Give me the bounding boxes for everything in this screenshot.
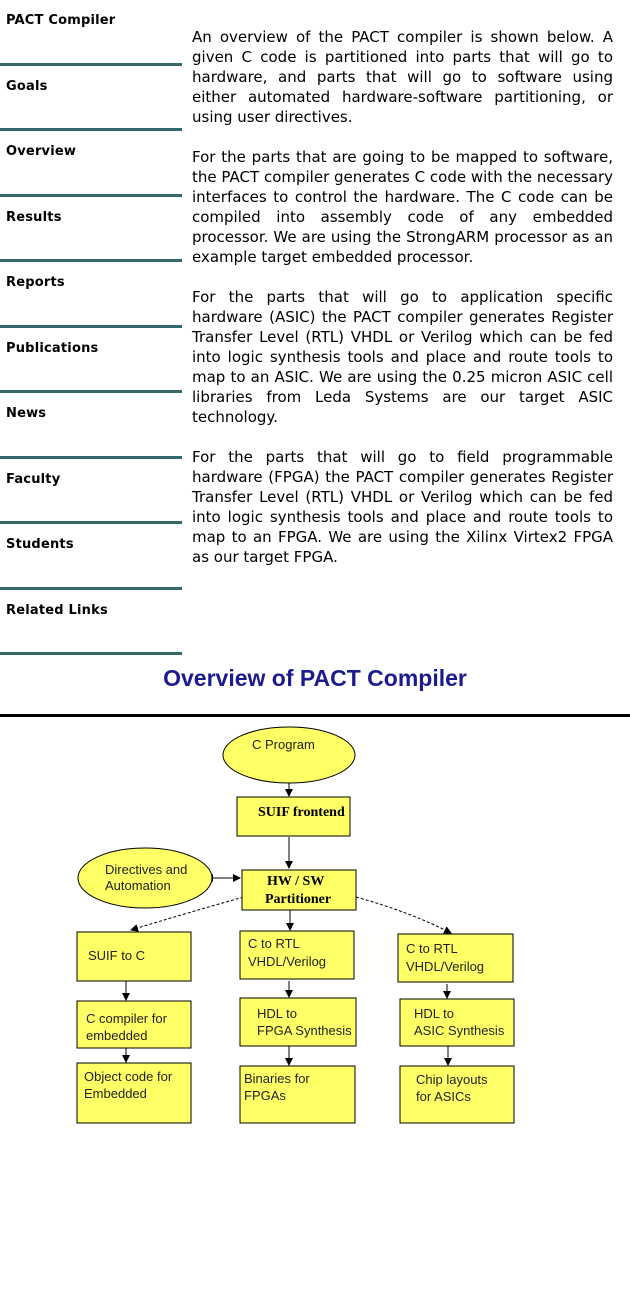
paragraph-fpga: For the parts that will go to field prog… <box>192 448 613 566</box>
node-hdl-fpga-line1: HDL to <box>257 1006 297 1021</box>
nav-link-publications[interactable]: Publications <box>6 340 99 356</box>
nav-item-students: Students <box>0 524 182 590</box>
node-c-compiler-line2: embedded <box>86 1028 147 1043</box>
node-c-to-rtl-asic-line1: C to RTL <box>406 941 458 956</box>
side-nav: PACT Compiler Goals Overview Results Rep… <box>0 0 182 655</box>
node-c-to-rtl-fpga-line1: C to RTL <box>248 936 300 951</box>
nav-item-publications: Publications <box>0 328 182 393</box>
node-chip-layouts-line1: Chip layouts <box>416 1072 488 1087</box>
node-c-to-rtl-asic-line2: VHDL/Verilog <box>406 959 484 974</box>
nav-item-results: Results <box>0 197 182 262</box>
node-partitioner-line1: HW / SW <box>267 874 324 889</box>
edge-partitioner-asic <box>355 896 452 934</box>
node-c-program: C Program <box>222 726 356 784</box>
node-c-to-rtl-asic: C to RTL VHDL/Verilog <box>397 933 514 983</box>
nav-link-pact-compiler[interactable]: PACT Compiler <box>6 13 116 28</box>
nav-divider <box>0 652 182 655</box>
nav-divider <box>0 259 182 262</box>
node-binaries-line1: Binaries for <box>244 1071 310 1086</box>
node-c-compiler: C compiler for embedded <box>76 1000 192 1049</box>
nav-link-related-links[interactable]: Related Links <box>6 602 108 618</box>
node-c-compiler-line1: C compiler for <box>86 1011 168 1026</box>
nav-item-related-links: Related Links <box>0 590 182 655</box>
nav-divider <box>0 455 182 459</box>
node-hdl-asic: HDL to ASIC Synthesis <box>399 998 515 1047</box>
nav-divider <box>0 324 182 328</box>
node-hdl-fpga-line2: FPGA Synthesis <box>257 1023 352 1038</box>
nav-item-news: News <box>0 393 182 459</box>
nav-link-students[interactable]: Students <box>6 537 74 552</box>
node-binaries-line2: FPGAs <box>244 1088 286 1103</box>
node-suif-frontend: SUIF frontend <box>236 796 351 837</box>
figure-divider <box>0 714 630 717</box>
node-object-code: Object code for Embedded <box>76 1062 192 1124</box>
paragraph-asic: For the parts that will go to applicatio… <box>192 288 613 426</box>
nav-item-pact-compiler: PACT Compiler <box>0 0 182 66</box>
node-partitioner: HW / SW Partitioner <box>241 869 357 911</box>
paragraph-software: For the parts that are going to be mappe… <box>192 148 613 266</box>
nav-divider <box>0 521 182 524</box>
node-hdl-fpga: HDL to FPGA Synthesis <box>239 997 357 1047</box>
node-directives: Directives and Automation <box>77 847 213 909</box>
node-c-program-label: C Program <box>252 737 315 752</box>
node-binaries: Binaries for FPGAs <box>239 1065 356 1124</box>
overview-text: An overview of the PACT compiler is show… <box>192 27 613 587</box>
nav-item-goals: Goals <box>0 66 182 131</box>
nav-link-reports[interactable]: Reports <box>6 275 65 290</box>
node-c-to-rtl-fpga-line2: VHDL/Verilog <box>248 954 326 969</box>
node-suif-to-c: SUIF to C <box>76 931 192 982</box>
node-suif-to-c-label: SUIF to C <box>88 948 145 963</box>
nav-item-faculty: Faculty <box>0 459 182 524</box>
node-partitioner-line2: Partitioner <box>265 892 331 907</box>
node-c-to-rtl-fpga: C to RTL VHDL/Verilog <box>239 930 355 980</box>
node-chip-layouts: Chip layouts for ASICs <box>399 1065 515 1124</box>
nav-item-reports: Reports <box>0 262 182 328</box>
node-object-code-line1: Object code for <box>84 1069 173 1084</box>
nav-link-goals[interactable]: Goals <box>6 78 48 94</box>
nav-divider <box>0 62 182 66</box>
node-hdl-asic-line1: HDL to <box>414 1006 454 1021</box>
node-directives-line2: Automation <box>105 878 171 893</box>
node-suif-frontend-label: SUIF frontend <box>258 805 345 820</box>
figure-title: Overview of PACT Compiler <box>163 665 467 691</box>
nav-divider <box>0 128 182 131</box>
nav-divider <box>0 586 182 590</box>
nav-link-overview[interactable]: Overview <box>6 144 77 159</box>
node-hdl-asic-line2: ASIC Synthesis <box>414 1023 505 1038</box>
paragraph-overview: An overview of the PACT compiler is show… <box>192 28 613 126</box>
node-object-code-line2: Embedded <box>84 1086 147 1101</box>
node-chip-layouts-line2: for ASICs <box>416 1089 471 1104</box>
node-directives-line1: Directives and <box>105 862 187 877</box>
nav-link-results[interactable]: Results <box>6 209 62 225</box>
nav-link-news[interactable]: News <box>6 406 47 421</box>
nav-link-faculty[interactable]: Faculty <box>6 471 61 487</box>
nav-divider <box>0 193 182 197</box>
nav-divider <box>0 390 182 393</box>
nav-item-overview: Overview <box>0 131 182 197</box>
pact-flow-diagram: C Program SUIF frontend Directives and A… <box>76 726 515 1124</box>
